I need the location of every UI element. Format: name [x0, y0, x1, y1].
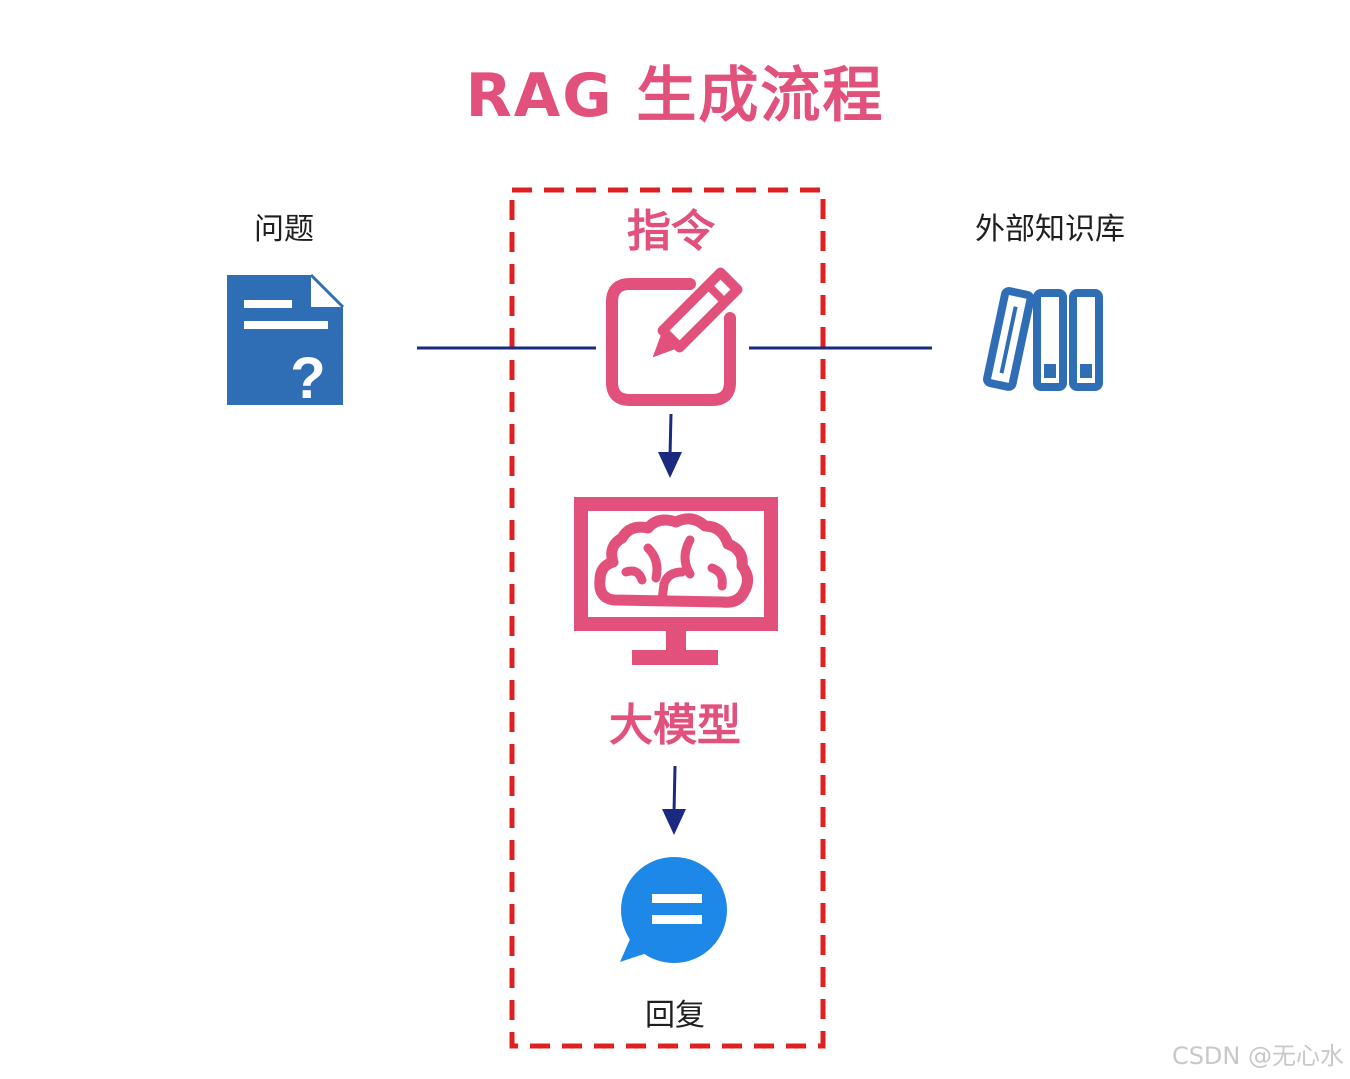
llm-label: 大模型 — [609, 700, 741, 751]
arrow-llm-to-reply — [662, 765, 686, 835]
question-label: 问题 — [254, 212, 314, 247]
books-icon — [983, 287, 1103, 391]
monitor-brain-icon — [574, 497, 778, 665]
diagram-title: RAG 生成流程 — [465, 61, 885, 131]
llm-boundary-box — [509, 187, 826, 1049]
edit-pencil-icon — [606, 267, 743, 406]
document-question-icon: ? — [227, 273, 345, 411]
watermark-text: CSDN @无心水 — [1171, 1042, 1344, 1070]
arrow-instruction-to-llm — [658, 413, 682, 478]
instruction-label: 指令 — [627, 206, 715, 257]
reply-label: 回复 — [645, 998, 705, 1033]
chat-bubble-icon — [620, 857, 727, 963]
knowledge-base-label: 外部知识库 — [975, 212, 1125, 247]
svg-text:?: ? — [290, 346, 325, 411]
